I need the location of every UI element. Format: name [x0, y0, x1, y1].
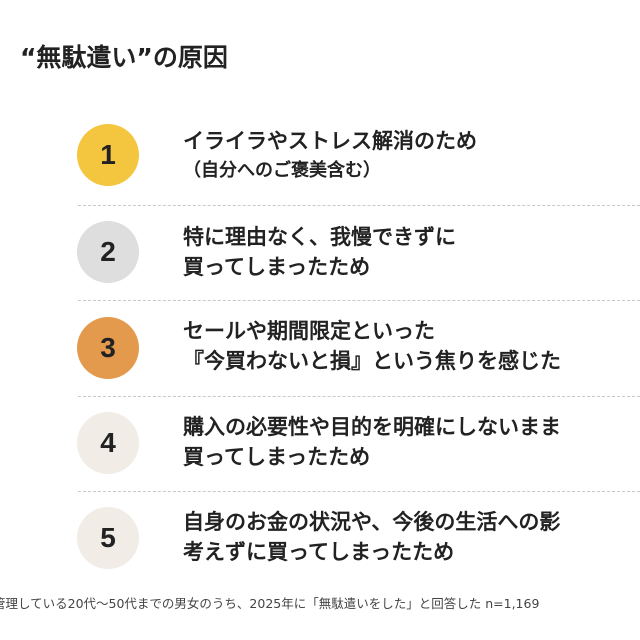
list-item: 3 セールや期間限定といった『今買わないと損』という焦りを感じた: [0, 300, 640, 395]
rank-badge: 3: [77, 317, 139, 379]
item-text: 購入の必要性や目的を明確にしないまま買ってしまったため: [183, 412, 561, 472]
rank-number: 4: [100, 427, 116, 458]
rank-number: 3: [100, 332, 116, 363]
rank-badge: 1: [77, 124, 139, 186]
divider: [78, 300, 640, 301]
item-line2: 『今買わないと損』という焦りを感じた: [183, 349, 561, 373]
item-text: 自身のお金の状況や、今後の生活への影考えずに買ってしまったため: [183, 507, 560, 567]
rank-number: 1: [100, 139, 116, 170]
item-line2: 買ってしまったため: [183, 255, 371, 279]
rank-number: 5: [100, 522, 116, 553]
list-item: 1 イライラやストレス解消のため （自分へのご褒美含む）: [0, 108, 640, 203]
rank-badge: 2: [77, 221, 139, 283]
item-line2: 考えずに買ってしまったため: [183, 540, 455, 564]
page-title: “無駄遣い”の原因: [20, 43, 228, 72]
list-item: 2 特に理由なく、我慢できずに買ってしまったため: [0, 205, 640, 300]
item-text: イライラやストレス解消のため （自分へのご褒美含む）: [183, 126, 477, 186]
item-line2: 買ってしまったため: [183, 445, 371, 469]
list-item: 5 自身のお金の状況や、今後の生活への影考えずに買ってしまったため: [0, 491, 640, 586]
item-text: セールや期間限定といった『今買わないと損』という焦りを感じた: [183, 316, 561, 376]
item-line1: 自身のお金の状況や、今後の生活への影: [183, 510, 561, 534]
item-line1: 特に理由なく、我慢できずに: [183, 225, 456, 249]
list-item: 4 購入の必要性や目的を明確にしないまま買ってしまったため: [0, 396, 640, 491]
item-text: 特に理由なく、我慢できずに買ってしまったため: [183, 222, 456, 282]
divider: [78, 491, 640, 492]
item-line2: （自分へのご褒美含む）: [183, 160, 381, 181]
item-line1: 購入の必要性や目的を明確にしないまま: [183, 415, 561, 439]
rank-badge: 4: [77, 412, 139, 474]
footnote: 管理している20代〜50代までの男女のうち、2025年に「無駄遣いをした」と回答…: [0, 596, 540, 611]
rank-badge: 5: [77, 507, 139, 569]
divider: [78, 205, 640, 206]
rank-number: 2: [100, 236, 116, 267]
item-line1: セールや期間限定といった: [183, 319, 435, 343]
divider: [78, 396, 640, 397]
item-line1: イライラやストレス解消のため: [183, 129, 477, 153]
